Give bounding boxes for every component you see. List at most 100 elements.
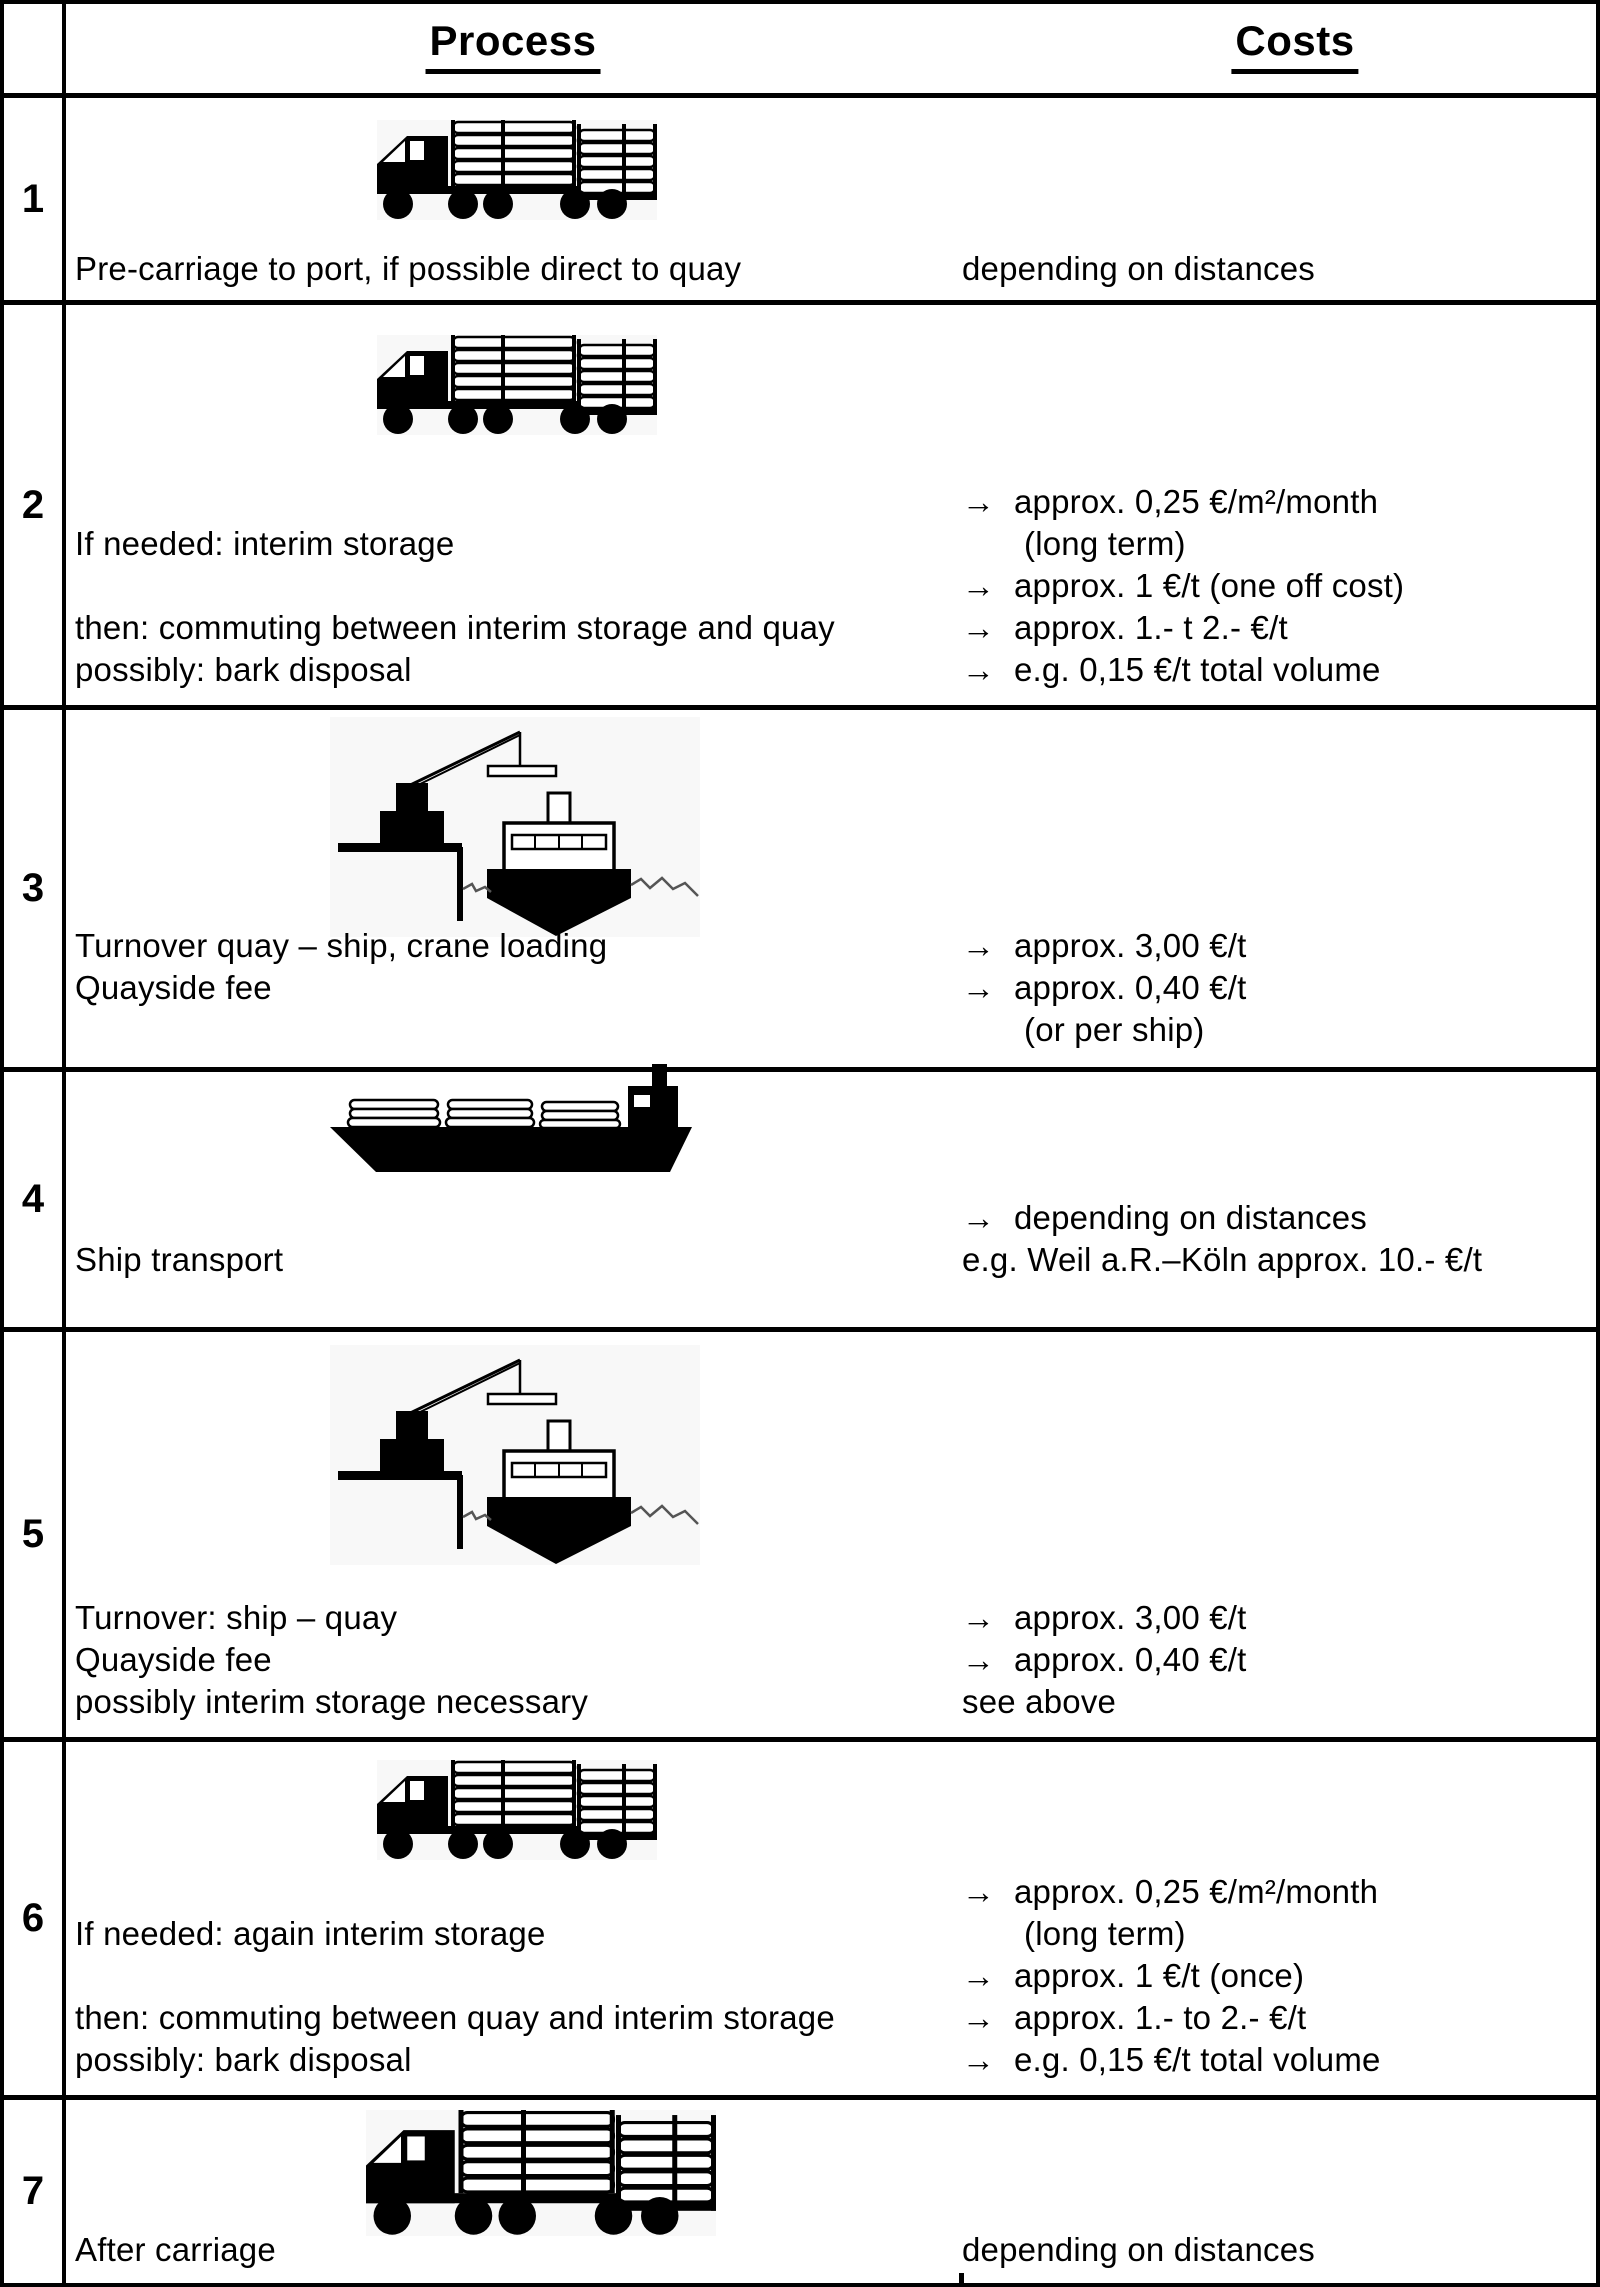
table-row: 1	[4, 98, 1596, 305]
crane-ship-icon	[330, 1345, 700, 1565]
cost-line: (long term)	[1024, 1915, 1186, 1952]
row-number: 7	[21, 2169, 45, 2213]
cost-line: →e.g. 0,15 €/t total volume	[962, 2039, 1381, 2081]
process-line	[75, 1009, 607, 1051]
process-line: If needed: interim storage	[75, 525, 455, 562]
right-arrow-icon: →	[962, 1957, 996, 1994]
right-arrow-icon: →	[962, 1873, 996, 1910]
row-content: If needed: again interim storage then: c…	[66, 1742, 1596, 2095]
table-row: 4 Ship transport →depending on distances…	[4, 1064, 1596, 1332]
cost-line: see above	[962, 1683, 1117, 1720]
costs-cell: →approx. 3,00 €/t→approx. 0,40 €/t(or pe…	[962, 925, 1247, 1051]
row-number: 2	[21, 482, 45, 527]
process-cell: After carriage	[75, 2229, 276, 2271]
process-cell: Ship transport	[75, 1239, 283, 1281]
process-cell: Pre-carriage to port, if possible direct…	[75, 248, 741, 290]
cost-line: →approx. 1.- to 2.- €/t	[962, 1997, 1381, 2039]
log-truck-icon	[377, 335, 657, 435]
cost-line: →approx. 1 €/t (once)	[962, 1955, 1381, 1997]
column-divider-tick	[959, 2273, 964, 2287]
process-line: possibly: bark disposal	[75, 2041, 412, 2078]
row-number: 6	[21, 1896, 45, 1940]
row-number: 3	[21, 866, 45, 910]
cost-line: depending on distances	[962, 250, 1316, 287]
process-line: Turnover quay – ship, crane loading	[75, 927, 608, 964]
right-arrow-icon: →	[962, 567, 996, 604]
right-arrow-icon: →	[962, 2041, 996, 2078]
row-number: 5	[21, 1512, 45, 1556]
process-line: then: commuting between quay and interim…	[75, 1999, 835, 2036]
costs-cell: →approx. 0,25 €/m²/month(long term)→appr…	[962, 481, 1404, 691]
cost-line: →approx. 0,40 €/t	[962, 967, 1247, 1009]
cost-line: →approx. 0,25 €/m²/month	[962, 481, 1404, 523]
table-row: 6	[4, 1742, 1596, 2100]
process-cell: If needed: again interim storage then: c…	[75, 1913, 835, 2081]
row-content: If needed: interim storage then: commuti…	[66, 305, 1596, 705]
table-row: 7	[4, 2100, 1596, 2283]
right-arrow-icon: →	[962, 651, 996, 688]
log-truck-icon	[377, 1760, 657, 1860]
row-content: After carriage depending on distances	[66, 2100, 1596, 2283]
row-content: Pre-carriage to port, if possible direct…	[66, 98, 1596, 300]
process-line: Ship transport	[75, 1241, 284, 1278]
cost-line: →depending on distances	[962, 1197, 1482, 1239]
table-rows: 1	[4, 98, 1596, 2283]
right-arrow-icon: →	[962, 1999, 996, 2036]
right-arrow-icon: →	[962, 1199, 996, 1236]
process-line: Turnover: ship – quay	[75, 1599, 398, 1636]
costs-cell: depending on distances	[962, 2229, 1315, 2271]
table-header-row: Process Costs	[4, 4, 1596, 98]
header-content: Process Costs	[66, 4, 1596, 93]
right-arrow-icon: →	[962, 609, 996, 646]
cost-line: →approx. 0,25 €/m²/month	[962, 1871, 1381, 1913]
cost-line: →approx. 1.- t 2.- €/t	[962, 607, 1404, 649]
cost-line: (long term)	[1024, 525, 1186, 562]
process-line	[75, 565, 835, 607]
cargo-ship-icon	[330, 1064, 695, 1174]
cost-line: →approx. 1 €/t (one off cost)	[962, 565, 1404, 607]
crane-ship-icon	[330, 717, 700, 937]
cost-line: →e.g. 0,15 €/t total volume	[962, 649, 1404, 691]
costs-cell: depending on distances	[962, 248, 1315, 290]
right-arrow-icon: →	[962, 927, 996, 964]
row-number: 1	[21, 176, 45, 221]
right-arrow-icon: →	[962, 969, 996, 1006]
process-line: possibly interim storage necessary	[75, 1683, 589, 1720]
cost-line: →approx. 3,00 €/t	[962, 925, 1247, 967]
process-line: Quayside fee	[75, 1641, 272, 1678]
process-line	[75, 1955, 835, 1997]
process-cell: If needed: interim storage then: commuti…	[75, 523, 835, 691]
cost-line: e.g. Weil a.R.–Köln approx. 10.- €/t	[962, 1241, 1483, 1278]
cost-line: →approx. 0,40 €/t	[962, 1639, 1247, 1681]
process-line: After carriage	[75, 2231, 276, 2268]
cost-line: depending on distances	[962, 2231, 1316, 2268]
header-process-label: Process	[425, 17, 601, 74]
process-line: then: commuting between interim storage …	[75, 609, 835, 646]
table-row: 2	[4, 305, 1596, 710]
right-arrow-icon: →	[962, 1599, 996, 1636]
header-costs-label: Costs	[1231, 17, 1359, 74]
right-arrow-icon: →	[962, 483, 996, 520]
log-truck-icon	[377, 120, 657, 220]
process-line: Pre-carriage to port, if possible direct…	[75, 250, 742, 287]
right-arrow-icon: →	[962, 1641, 996, 1678]
process-line: Quayside fee	[75, 969, 272, 1006]
cost-line: (or per ship)	[1024, 1011, 1205, 1048]
costs-cell: →approx. 0,25 €/m²/month(long term)→appr…	[962, 1871, 1381, 2081]
process-line: possibly: bark disposal	[75, 651, 412, 688]
row-number: 4	[21, 1177, 45, 1221]
header-number-cell	[4, 4, 66, 93]
cost-line: →approx. 3,00 €/t	[962, 1597, 1247, 1639]
process-line: If needed: again interim storage	[75, 1915, 546, 1952]
log-truck-icon	[366, 2110, 716, 2236]
